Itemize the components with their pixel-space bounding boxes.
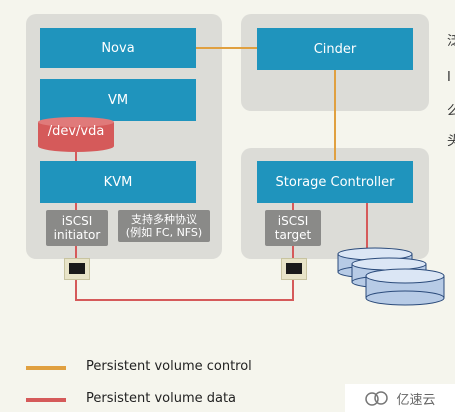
legend-data-label: Persistent volume data (86, 391, 237, 406)
legend-control-label: Persistent volume control (86, 359, 252, 374)
cinder-label: Cinder (313, 41, 357, 57)
storage-controller-box: Storage Controller (257, 161, 413, 203)
disk-stack-icon (337, 247, 445, 306)
kvm-box: KVM (40, 161, 196, 203)
watermark-logo: 亿速云 (345, 384, 455, 412)
ethernet-port-icon (281, 258, 307, 280)
kvm-label: KVM (103, 174, 133, 190)
side-text-3: 么 (447, 104, 455, 119)
disk-cylinder (38, 117, 114, 152)
iscsi-initiator-label: iSCSI initiator (46, 210, 108, 246)
target-line2: target (274, 228, 312, 242)
cinder-box: Cinder (257, 28, 413, 70)
protocol-line2: (例如 FC, NFS) (125, 226, 203, 239)
vm-label: VM (107, 92, 129, 108)
initiator-line2: initiator (53, 228, 101, 242)
nova-label: Nova (101, 40, 135, 56)
disk-platter (365, 268, 445, 306)
nova-box: Nova (40, 28, 196, 68)
ethernet-port-icon (64, 258, 90, 280)
iscsi-target-label: iSCSI target (265, 210, 321, 246)
target-line1: iSCSI (277, 214, 309, 228)
watermark-text: 亿速云 (396, 392, 436, 408)
side-text-4: 头 (447, 134, 455, 149)
storage-controller-label: Storage Controller (275, 174, 395, 190)
protocol-note-label: 支持多种协议 (例如 FC, NFS) (118, 210, 210, 242)
disk-label: /dev/vda (47, 124, 105, 139)
side-text-2: I (447, 70, 451, 85)
protocol-line1: 支持多种协议 (131, 213, 197, 226)
initiator-line1: iSCSI (61, 214, 93, 228)
cloud-logo-icon (365, 391, 389, 406)
side-text-1: 泛 (447, 34, 455, 49)
vm-box: VM (40, 79, 196, 121)
